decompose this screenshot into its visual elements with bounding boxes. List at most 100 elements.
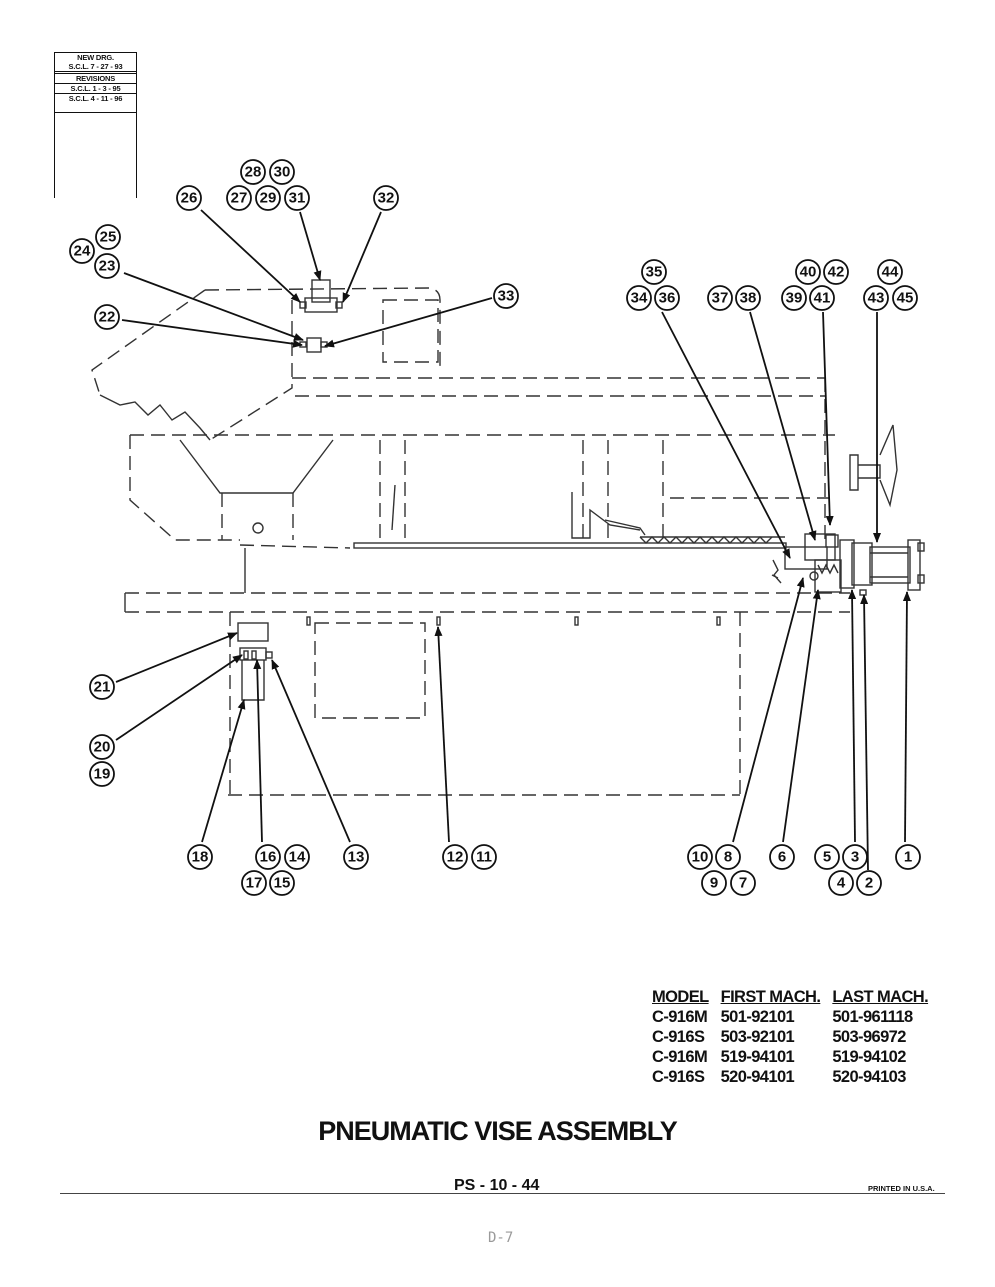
- first-mach-cell: 501-92101: [720, 1008, 795, 1026]
- callout-40: 40: [795, 259, 821, 285]
- svg-text:8: 8: [724, 849, 732, 866]
- svg-text:3: 3: [851, 849, 859, 866]
- model-cell: C-916M: [652, 1048, 708, 1066]
- callout-14: 14: [284, 844, 310, 870]
- callout-2: 2: [856, 870, 882, 896]
- callout-42: 42: [823, 259, 849, 285]
- svg-text:43: 43: [868, 290, 885, 307]
- models-table: MODEL FIRST MACH. LAST MACH. C-916M 501-…: [652, 987, 940, 1087]
- footer-rule: [60, 1193, 945, 1194]
- svg-text:29: 29: [260, 190, 277, 207]
- callout-19: 19: [89, 761, 115, 787]
- callout-24: 24: [69, 238, 95, 264]
- callout-26: 26: [176, 185, 202, 211]
- svg-text:10: 10: [692, 849, 709, 866]
- svg-text:16: 16: [260, 849, 277, 866]
- svg-text:33: 33: [498, 288, 515, 305]
- callout-38: 38: [735, 285, 761, 311]
- model-cell: C-916S: [652, 1068, 705, 1086]
- svg-text:38: 38: [740, 290, 757, 307]
- svg-text:11: 11: [476, 849, 492, 866]
- col-first-mach: FIRST MACH.: [720, 988, 821, 1006]
- callout-27: 27: [226, 185, 252, 211]
- revision-block: NEW DRG. S.C.L. 7 - 27 - 93 REVISIONS S.…: [54, 52, 137, 198]
- models-table-header: MODEL FIRST MACH. LAST MACH.: [652, 987, 940, 1007]
- svg-text:6: 6: [778, 849, 786, 866]
- callout-15: 15: [269, 870, 295, 896]
- svg-text:39: 39: [786, 290, 803, 307]
- svg-text:23: 23: [99, 258, 116, 275]
- callout-9: 9: [701, 870, 727, 896]
- svg-text:44: 44: [882, 264, 899, 281]
- callout-4: 4: [828, 870, 854, 896]
- svg-text:2: 2: [865, 875, 873, 892]
- first-mach-cell: 520-94101: [720, 1068, 795, 1086]
- revision-1: S.C.L. 1 - 3 - 95: [55, 83, 136, 93]
- revision-empty-row: [55, 112, 136, 113]
- callout-30: 30: [269, 159, 295, 185]
- leader-lines: [115, 209, 911, 871]
- model-cell: C-916M: [652, 1008, 708, 1026]
- svg-text:4: 4: [837, 875, 846, 892]
- svg-text:25: 25: [100, 229, 117, 246]
- svg-text:5: 5: [823, 849, 831, 866]
- svg-text:7: 7: [739, 875, 747, 892]
- callout-20: 20: [89, 734, 115, 760]
- callout-13: 13: [343, 844, 369, 870]
- printed-note: PRINTED IN U.S.A.: [868, 1184, 935, 1193]
- callout-22: 22: [94, 304, 120, 330]
- table-row: C-916S 503-92101 503-96972: [652, 1027, 940, 1047]
- svg-text:9: 9: [710, 875, 718, 892]
- first-mach-cell: 519-94101: [720, 1048, 795, 1066]
- pneumatic-cylinder: [771, 533, 925, 596]
- svg-text:19: 19: [94, 766, 111, 783]
- callout-29: 29: [255, 185, 281, 211]
- svg-text:17: 17: [246, 875, 263, 892]
- callout-6: 6: [769, 844, 795, 870]
- callout-36: 36: [654, 285, 680, 311]
- callout-32: 32: [373, 185, 399, 211]
- svg-text:24: 24: [74, 243, 91, 260]
- callout-43: 43: [863, 285, 889, 311]
- last-mach-cell: 503-96972: [832, 1028, 906, 1046]
- callout-23: 23: [94, 253, 120, 279]
- callout-18: 18: [187, 844, 213, 870]
- callout-8: 8: [715, 844, 741, 870]
- svg-text:40: 40: [800, 264, 817, 281]
- svg-text:32: 32: [378, 190, 395, 207]
- svg-text:35: 35: [646, 264, 663, 281]
- valve-assembly: [299, 279, 343, 353]
- svg-text:20: 20: [94, 739, 111, 756]
- callout-35: 35: [641, 259, 667, 285]
- model-cell: C-916S: [652, 1028, 705, 1046]
- callout-41: 41: [809, 285, 835, 311]
- callout-11: 11: [471, 844, 497, 870]
- svg-text:13: 13: [348, 849, 365, 866]
- svg-text:1: 1: [904, 849, 912, 866]
- col-model: MODEL: [652, 988, 709, 1006]
- callout-10: 10: [687, 844, 713, 870]
- new-drawing-date: S.C.L. 7 - 27 - 93: [68, 62, 123, 71]
- callout-1: 1: [895, 844, 921, 870]
- svg-text:28: 28: [245, 164, 262, 181]
- svg-text:26: 26: [181, 190, 198, 207]
- svg-text:41: 41: [814, 290, 831, 307]
- callout-12: 12: [442, 844, 468, 870]
- revisions-label: REVISIONS: [55, 71, 136, 83]
- callout-7: 7: [730, 870, 756, 896]
- last-mach-cell: 519-94102: [832, 1048, 906, 1066]
- svg-text:14: 14: [289, 849, 306, 866]
- table-row: C-916M 501-92101 501-961118: [652, 1007, 940, 1027]
- callout-21: 21: [89, 674, 115, 700]
- callout-34: 34: [626, 285, 652, 311]
- table-row: C-916S 520-94101 520-94103: [652, 1067, 940, 1087]
- callout-39: 39: [781, 285, 807, 311]
- last-mach-cell: 520-94103: [832, 1068, 906, 1086]
- callout-37: 37: [707, 285, 733, 311]
- page-title: PNEUMATIC VISE ASSEMBLY: [318, 1116, 678, 1146]
- callout-3: 3: [842, 844, 868, 870]
- page-number: PS - 10 - 44: [454, 1177, 540, 1194]
- filter-regulator: [237, 622, 273, 701]
- svg-text:15: 15: [274, 875, 291, 892]
